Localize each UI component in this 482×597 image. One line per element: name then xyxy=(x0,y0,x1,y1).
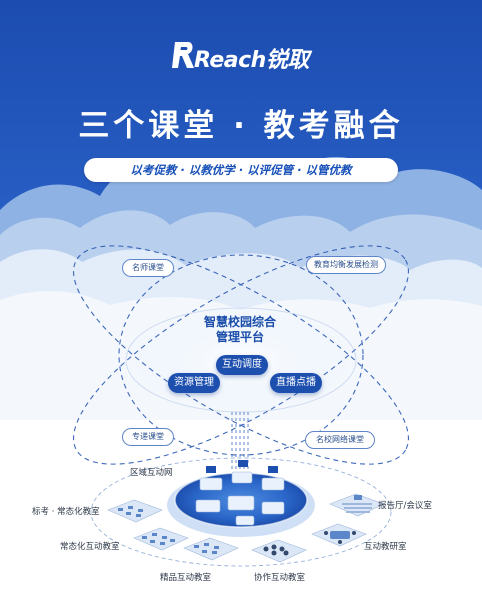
ring-system xyxy=(73,245,409,465)
node-live-vod: 直播点播 xyxy=(270,373,322,393)
network-ring xyxy=(90,457,392,567)
brand-logo-text: Reach锐取 xyxy=(194,48,309,73)
label-collaborative-room: 协作互动教室 xyxy=(254,573,306,583)
tag-education-balance: 教育均衡发展检测 xyxy=(306,256,386,274)
tag-famous-teacher-class: 名师课堂 xyxy=(122,259,174,277)
label-standard-exam-room: 标考 · 常态化教室 xyxy=(32,507,100,517)
slogan-text: 以考促教 · 以教优学 · 以评促管 · 以管优教 xyxy=(130,163,352,177)
tag-special-delivery-class: 专递课堂 xyxy=(122,428,174,446)
node-interactive-dispatch: 互动调度 xyxy=(216,355,268,375)
platform-title: 智慧校园综合 管理平台 xyxy=(190,315,290,345)
node-resource-management: 资源管理 xyxy=(168,373,220,393)
room-illustrations xyxy=(107,493,385,563)
brand-logo: Reach锐取 xyxy=(172,38,322,78)
reach-logo-icon xyxy=(172,42,194,68)
label-teaching-research-room: 互动教研室 xyxy=(364,542,407,552)
hub-screens xyxy=(206,460,278,473)
label-premium-interactive-room: 精品互动教室 xyxy=(160,573,212,583)
label-auditorium-meeting-room: 报告厅/会议室 xyxy=(378,501,432,511)
label-regional-network: 区域互动网 xyxy=(130,468,173,478)
slogan-banner: 以考促教 · 以教优学 · 以评促管 · 以管优教 xyxy=(84,158,398,182)
label-normal-interactive-room: 常态化互动教室 xyxy=(60,542,120,552)
tag-famous-school-network: 名校网络课堂 xyxy=(305,431,375,449)
page-title: 三个课堂 · 教考融合 xyxy=(78,108,404,144)
hub-devices xyxy=(195,471,285,526)
platform-title-line2: 管理平台 xyxy=(215,330,264,344)
platform-title-line1: 智慧校园综合 xyxy=(203,315,276,329)
